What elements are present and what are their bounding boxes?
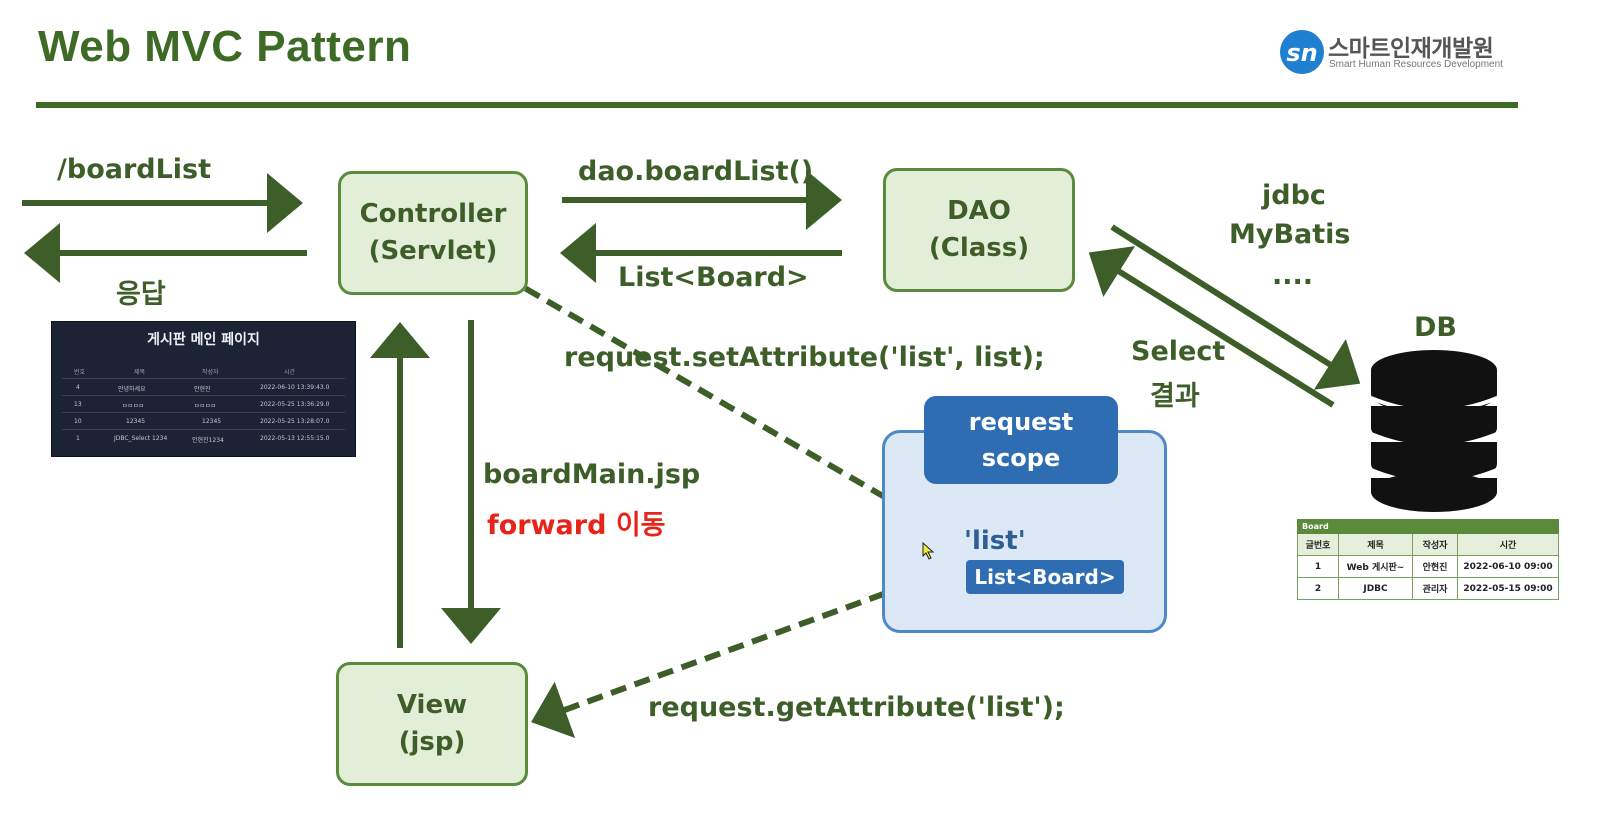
set-attribute-arrow (502, 273, 954, 545)
column-header: 글번호 (1297, 533, 1339, 556)
db-label: DB (1414, 312, 1457, 343)
column-header: 제목 (1338, 533, 1413, 556)
scope-list-value: List<Board> (966, 560, 1124, 594)
view-sublabel: (jsp) (398, 727, 466, 757)
database-icon (1370, 350, 1498, 512)
column-header: 작성자 (1412, 533, 1458, 556)
table-cell: Web 게시판~ (1338, 555, 1413, 578)
view-label: View (396, 690, 468, 720)
screenshot-row: 4 안녕하세요 안현진 2022-06-10 13:39:43.0 (76, 384, 330, 393)
screenshot-divider (62, 412, 345, 413)
result-label: 결과 (1150, 381, 1200, 412)
db-query-arrow (1110, 224, 1361, 390)
response-label: 응답 (116, 279, 166, 310)
request-in-label: /boardList (57, 154, 212, 185)
controller-box: Controller (Servlet) (338, 171, 528, 295)
view-box: View (jsp) (336, 662, 528, 786)
screenshot-row: 13 ㅁㅁㅁㅁ ㅁㅁㅁㅁ 2022-05-25 13:36:29.0 (74, 401, 330, 410)
screenshot-header-row: 번호 제목 작성자 시간 (74, 369, 296, 376)
table-header-row: 글번호 제목 작성자 시간 (1297, 533, 1559, 556)
dao-return-label: List<Board> (618, 262, 809, 293)
screenshot-title: 게시판 메인 페이지 (147, 332, 260, 348)
forward-jsp-label: boardMain.jsp (483, 459, 701, 490)
title-divider (36, 102, 1518, 108)
table-row: 1 Web 게시판~ 안현진 2022-06-10 09:00 (1297, 555, 1559, 578)
dao-call-label: dao.boardList() (578, 156, 814, 187)
request-scope-header: request scope (924, 396, 1118, 484)
column-header: 시간 (1457, 533, 1559, 556)
table-cell: 안현진 (1412, 555, 1458, 578)
forward-move-label: forward 이동 (487, 510, 666, 541)
cursor-icon (922, 542, 935, 560)
scope-list-key: 'list' (964, 526, 1026, 556)
set-attribute-label: request.setAttribute('list', list); (564, 342, 1045, 373)
select-label: Select (1131, 336, 1226, 367)
dao-box: DAO (Class) (883, 168, 1075, 292)
board-page-screenshot: 게시판 메인 페이지 번호 제목 작성자 시간 4 안녕하세요 안현진 2022… (51, 321, 356, 457)
request-scope-subtitle: scope (981, 444, 1061, 472)
get-attribute-arrow (531, 565, 957, 739)
table-row: 2 JDBC 관리자 2022-05-15 09:00 (1297, 577, 1559, 600)
screenshot-row: 1 JDBC_Select 1234 안현진1234 2022-05-13 12… (76, 435, 330, 444)
svg-text:sn: sn (1286, 39, 1317, 67)
get-attribute-label: request.getAttribute('list'); (648, 692, 1065, 723)
dao-sublabel: (Class) (928, 233, 1030, 263)
controller-sublabel: (Servlet) (368, 236, 498, 266)
select-result-arrow (1088, 246, 1335, 408)
table-cell: JDBC (1338, 577, 1413, 600)
table-cell: 2022-06-10 09:00 (1457, 555, 1559, 578)
db-tool-jdbc: jdbc (1262, 180, 1326, 211)
db-tool-mybatis: MyBatis (1229, 219, 1351, 250)
screenshot-divider (62, 378, 345, 379)
db-tool-more: .... (1272, 260, 1314, 291)
screenshot-divider (62, 395, 345, 396)
page-title: Web MVC Pattern (38, 22, 412, 71)
logo-icon: sn (1280, 30, 1324, 74)
screenshot-row: 10 12345 12345 2022-05-25 13:28:07.0 (74, 418, 330, 425)
logo-name: 스마트인재개발원 (1328, 36, 1494, 62)
controller-label: Controller (359, 199, 507, 229)
board-table: Board 글번호 제목 작성자 시간 1 Web 게시판~ 안현진 2022-… (1297, 519, 1559, 600)
table-cell: 2 (1297, 577, 1339, 600)
table-cell: 1 (1297, 555, 1339, 578)
table-cell: 2022-05-15 09:00 (1457, 577, 1559, 600)
board-table-caption: Board (1297, 519, 1559, 534)
logo-subtitle: Smart Human Resources Development (1329, 59, 1503, 70)
table-cell: 관리자 (1412, 577, 1458, 600)
request-scope-title: request (968, 408, 1074, 436)
screenshot-divider (62, 429, 345, 430)
dao-label: DAO (947, 196, 1011, 226)
